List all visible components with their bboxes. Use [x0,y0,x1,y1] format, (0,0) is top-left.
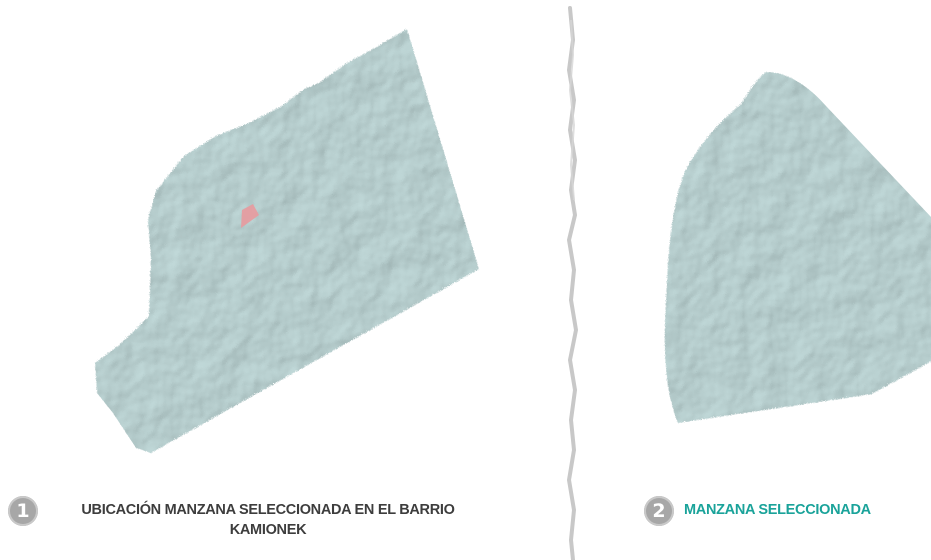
caption-location: 1 UBICACIÓN MANZANA SELECCIONADA EN EL B… [8,496,488,540]
selected-block-marker [241,204,259,228]
caption-location-text: UBICACIÓN MANZANA SELECCIONADA EN EL BAR… [81,502,455,538]
torn-divider [566,6,579,560]
selected-block-shape [663,71,931,422]
barrio-kamionek-map [94,28,478,452]
caption-selected-block: 2 MANZANA SELECCIONADA [644,496,871,526]
step-number-badge: 2 [644,496,674,526]
caption-selected-block-text: MANZANA SELECCIONADA [684,502,871,518]
barrio-kamionek-shape [94,28,478,452]
selected-block-map [663,71,931,422]
step-number-badge: 1 [8,496,38,526]
